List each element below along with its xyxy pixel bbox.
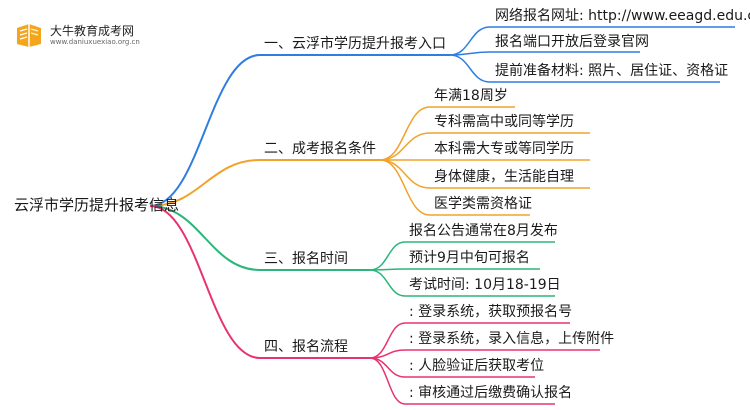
branch-4-label: 四、报名流程 (264, 339, 348, 355)
branch-2-child-2: 专科需高中或同等学历 (434, 114, 574, 130)
link-b3-c1 (369, 241, 555, 271)
branch-1-child-3: 提前准备材料: 照片、居住证、资格证 (495, 63, 729, 79)
link-b1-c2 (449, 51, 640, 56)
branch-2-child-4: 身体健康，生活能自理 (434, 169, 574, 185)
branch-3-label: 三、报名时间 (264, 251, 348, 267)
link-b4-c2 (369, 349, 600, 359)
link-b2-c1 (379, 106, 515, 161)
logo-title: 大牛教育成考网 (50, 24, 135, 38)
link-b3-c3 (369, 269, 555, 297)
branch-2-label: 二、成考报名条件 (264, 141, 376, 157)
branch-4-child-1: : 登录系统，获取预报名号 (409, 304, 573, 320)
logo: 大牛教育成考网 www.daniuxuexiao.org.cn (14, 20, 164, 50)
branch-2-child-1: 年满18周岁 (434, 88, 508, 104)
link-root-branch-3 (149, 205, 370, 271)
branch-1-child-1: 网络报名网址: http://www.eeagd.edu.cn/cr (495, 8, 750, 24)
root-node: 云浮市学历提升报考信息 (14, 196, 180, 214)
branch-3-child-3: 考试时间: 10月18-19日 (409, 277, 561, 293)
logo-subtitle: www.daniuxuexiao.org.cn (50, 38, 140, 46)
branch-2-child-3: 本科需大专或等同学历 (434, 141, 574, 157)
branch-1-label: 一、云浮市学历提升报考入口 (264, 36, 446, 52)
branch-4-child-3: : 人脸验证后获取考位 (409, 358, 545, 374)
link-root-branch-1 (149, 54, 450, 207)
link-b1-c3 (449, 54, 720, 83)
branch-4-child-2: : 登录系统，录入信息，上传附件 (409, 331, 615, 347)
branch-1-child-2: 报名端口开放后登录官网 (495, 34, 649, 50)
link-b2-c2 (379, 132, 590, 161)
logo-book-icon (17, 24, 41, 47)
link-b2-c5 (379, 159, 530, 216)
branch-3-child-2: 预计9月中旬可报名 (409, 250, 530, 266)
link-root-branch-4 (149, 205, 370, 359)
branch-4-child-4: : 审核通过后缴费确认报名 (409, 385, 573, 401)
link-b4-c4 (369, 357, 555, 405)
branch-3-child-1: 报名公告通常在8月发布 (409, 223, 558, 239)
link-b2-c4 (379, 159, 590, 189)
link-b4-c1 (369, 322, 570, 359)
link-b1-c1 (449, 26, 735, 56)
link-root-branch-2 (149, 159, 380, 207)
link-b3-c2 (369, 268, 540, 271)
branch-2-child-5: 医学类需资格证 (434, 196, 532, 212)
